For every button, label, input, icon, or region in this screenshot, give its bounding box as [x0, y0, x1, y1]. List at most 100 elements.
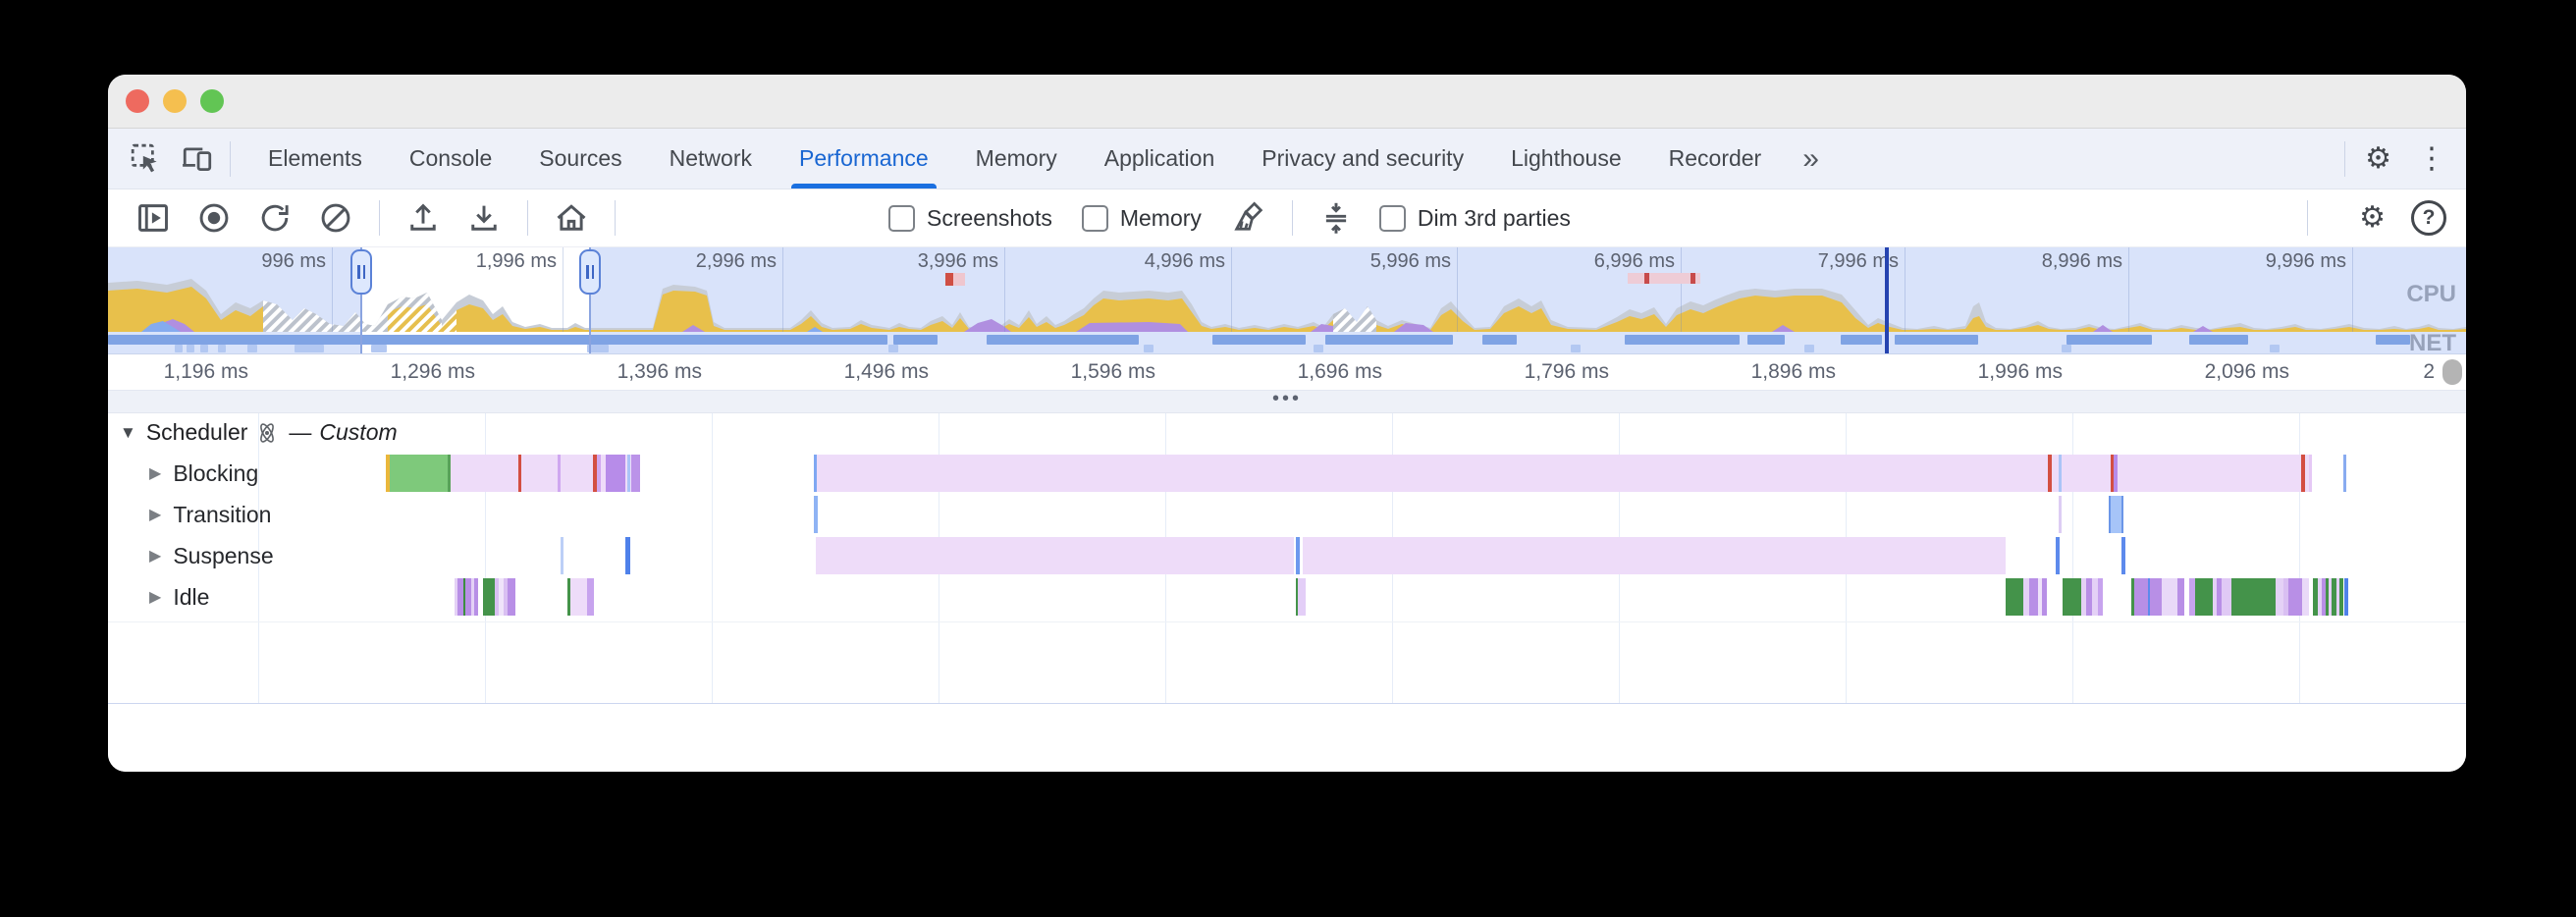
track-bar[interactable]	[455, 578, 457, 616]
track-bar[interactable]	[567, 578, 570, 616]
expand-triangle-icon[interactable]: ▶	[149, 507, 162, 523]
track-bar[interactable]	[2038, 578, 2042, 616]
track-bar[interactable]	[386, 455, 390, 492]
track-bar[interactable]	[816, 537, 1294, 574]
track-bar[interactable]	[2332, 578, 2336, 616]
tab-privacy-and-security[interactable]: Privacy and security	[1261, 145, 1465, 171]
network-request-bar-secondary[interactable]	[371, 345, 387, 352]
minimize-window-button[interactable]	[163, 89, 187, 113]
track-bar[interactable]	[499, 578, 504, 616]
track-bar[interactable]	[2148, 578, 2150, 616]
track-bar[interactable]	[2288, 578, 2302, 616]
network-request-bar[interactable]	[108, 335, 887, 345]
track-bar[interactable]	[814, 455, 817, 492]
network-request-bar-secondary[interactable]	[1144, 345, 1154, 352]
track-bar[interactable]	[2042, 578, 2047, 616]
tab-performance[interactable]: Performance	[776, 129, 952, 189]
track-bar[interactable]	[2343, 455, 2346, 492]
tab-memory[interactable]: Memory	[975, 145, 1057, 171]
track-bar[interactable]	[471, 578, 474, 616]
show-sidebar-icon[interactable]	[135, 200, 171, 236]
track-bar[interactable]	[2339, 578, 2343, 616]
track-bar[interactable]	[1296, 537, 1300, 574]
track-bar[interactable]	[814, 496, 818, 533]
track-bar[interactable]	[465, 578, 471, 616]
network-request-bar[interactable]	[2376, 335, 2410, 345]
track-bar[interactable]	[2086, 578, 2092, 616]
capture-settings-gear-icon[interactable]: ⚙	[2359, 201, 2386, 234]
dim-3rd-parties-checkbox[interactable]	[1378, 204, 1406, 232]
track-bar[interactable]	[2329, 578, 2332, 616]
track-bar[interactable]	[561, 537, 564, 574]
network-request-bar[interactable]	[1212, 335, 1306, 345]
track-bar[interactable]	[518, 455, 521, 492]
track-row-label-suspense[interactable]: ▶Suspense	[149, 542, 274, 568]
track-bar[interactable]	[2059, 455, 2062, 492]
network-request-bar-secondary[interactable]	[2270, 345, 2280, 352]
network-request-bar-secondary[interactable]	[187, 345, 194, 352]
memory-checkbox[interactable]	[1081, 204, 1108, 232]
track-bar[interactable]	[2048, 455, 2052, 492]
track-bar[interactable]	[2322, 578, 2326, 616]
download-profile-icon[interactable]	[466, 200, 502, 236]
panel-resize-handle[interactable]: •••	[108, 389, 2466, 413]
track-bar[interactable]	[508, 578, 515, 616]
track-bar[interactable]	[597, 455, 601, 492]
track-bar[interactable]	[2189, 578, 2195, 616]
help-icon[interactable]: ?	[2411, 200, 2446, 236]
network-request-bar-secondary[interactable]	[1314, 345, 1323, 352]
track-bar[interactable]	[2056, 537, 2060, 574]
track-bar[interactable]	[631, 455, 640, 492]
network-request-bar[interactable]	[1747, 335, 1785, 345]
track-bar[interactable]	[570, 578, 587, 616]
network-request-bar-secondary[interactable]	[587, 345, 609, 352]
track-bar[interactable]	[2301, 455, 2305, 492]
window-titlebar[interactable]	[108, 75, 2466, 129]
track-bar[interactable]	[593, 455, 597, 492]
track-bar[interactable]	[625, 537, 630, 574]
track-bar[interactable]	[2231, 578, 2276, 616]
scheduler-track-header[interactable]: ▼ Scheduler — Custom	[120, 419, 398, 446]
track-bar[interactable]	[2131, 578, 2134, 616]
track-bar[interactable]	[504, 578, 508, 616]
track-bar[interactable]	[495, 578, 499, 616]
horizontal-scrollbar-thumb[interactable]	[2442, 359, 2462, 385]
network-request-bar-secondary[interactable]	[218, 345, 226, 352]
selection-right-handle[interactable]	[579, 249, 601, 295]
network-request-bar[interactable]	[1625, 335, 1740, 345]
track-bar[interactable]	[2059, 496, 2062, 533]
track-bar[interactable]	[2217, 578, 2222, 616]
track-bar[interactable]	[390, 455, 448, 492]
track-bar[interactable]	[2063, 578, 2081, 616]
network-request-bar[interactable]	[1482, 335, 1517, 345]
track-bar[interactable]	[2222, 578, 2231, 616]
network-request-bar[interactable]	[1325, 335, 1453, 345]
record-icon[interactable]	[196, 200, 232, 236]
compress-recording-icon[interactable]	[1318, 200, 1354, 236]
track-bar[interactable]	[2121, 537, 2125, 574]
selection-left-handle[interactable]	[350, 249, 372, 295]
track-bar[interactable]	[2114, 455, 2118, 492]
network-request-bar-secondary[interactable]	[1804, 345, 1814, 352]
tab-recorder[interactable]: Recorder	[1668, 145, 1762, 171]
track-bar[interactable]	[1298, 578, 1306, 616]
track-bar[interactable]	[2302, 578, 2309, 616]
reload-and-record-icon[interactable]	[257, 200, 293, 236]
track-row-label-idle[interactable]: ▶Idle	[149, 583, 210, 610]
network-request-bar-secondary[interactable]	[1571, 345, 1581, 352]
network-request-bar[interactable]	[893, 335, 938, 345]
customize-menu-icon[interactable]: ⋮	[2417, 141, 2446, 175]
track-bar[interactable]	[558, 455, 561, 492]
maximize-window-button[interactable]	[200, 89, 224, 113]
collect-garbage-icon[interactable]	[1231, 200, 1266, 236]
collapse-triangle-icon[interactable]: ▼	[120, 422, 136, 442]
track-bar[interactable]	[587, 578, 594, 616]
track-bar[interactable]	[627, 455, 630, 492]
upload-profile-icon[interactable]	[405, 200, 441, 236]
track-bar[interactable]	[2081, 578, 2086, 616]
network-request-bar-secondary[interactable]	[295, 345, 324, 352]
track-bar[interactable]	[2344, 578, 2348, 616]
track-row-label-blocking[interactable]: ▶Blocking	[149, 459, 259, 486]
network-request-bar-secondary[interactable]	[200, 345, 208, 352]
track-bar[interactable]	[2006, 578, 2023, 616]
